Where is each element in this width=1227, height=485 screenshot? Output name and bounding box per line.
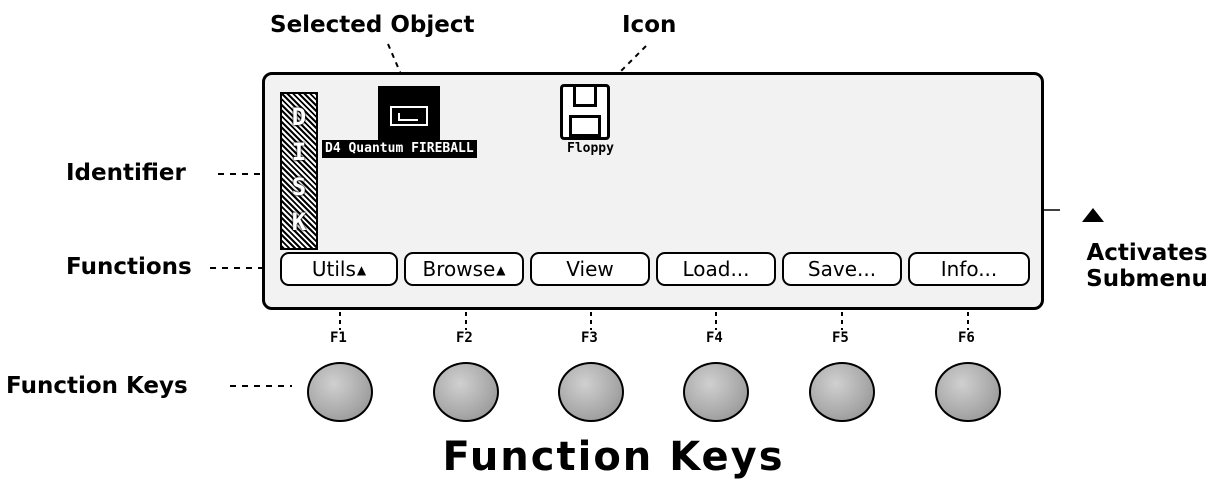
view-function[interactable]: View xyxy=(530,252,650,286)
info-label: Info... xyxy=(940,257,998,281)
load-function[interactable]: Load... xyxy=(656,252,776,286)
icon-callout: Icon xyxy=(622,12,677,38)
f3-label: F3 xyxy=(581,330,598,346)
info-function[interactable]: Info... xyxy=(908,252,1030,286)
identifier-callout: Identifier xyxy=(66,160,186,186)
submenu-indicator-icon: ▲ xyxy=(496,263,506,277)
function-bar: Utils▲ Browse▲ View Load... Save... Info… xyxy=(280,252,1030,288)
f6-label: F6 xyxy=(958,330,975,346)
activates-line2: Submenu xyxy=(1086,266,1208,292)
f2-label: F2 xyxy=(456,330,473,346)
f4-label: F4 xyxy=(706,330,723,346)
floppy-label xyxy=(569,115,601,137)
drive-glyph xyxy=(390,106,428,126)
identifier-letter: D xyxy=(291,103,307,131)
identifier-letter: S xyxy=(291,173,307,201)
save-label: Save... xyxy=(807,257,877,281)
functions-callout: Functions xyxy=(66,254,192,280)
browse-function[interactable]: Browse▲ xyxy=(404,252,524,286)
f1-label: F1 xyxy=(330,330,347,346)
identifier-letter: K xyxy=(291,208,307,236)
f3-key-button[interactable] xyxy=(558,362,624,422)
selected-object-callout: Selected Object xyxy=(270,12,475,38)
hard-drive-icon[interactable] xyxy=(378,86,440,140)
submenu-triangle-icon xyxy=(1082,208,1104,222)
selected-object-label[interactable]: D4 Quantum FIREBALL xyxy=(322,140,477,158)
floppy-disk-icon[interactable] xyxy=(560,84,610,140)
save-function[interactable]: Save... xyxy=(782,252,902,286)
submenu-indicator-icon: ▲ xyxy=(356,263,367,277)
load-label: Load... xyxy=(682,257,750,281)
f4-key-button[interactable] xyxy=(683,362,749,422)
browse-label: Browse xyxy=(422,257,496,281)
identifier-letter: I xyxy=(291,138,307,166)
f2-key-button[interactable] xyxy=(433,362,499,422)
f6-key-button[interactable] xyxy=(935,362,1001,422)
selected-object-leader xyxy=(387,43,407,87)
utils-function[interactable]: Utils▲ xyxy=(280,252,398,286)
floppy-object-label[interactable]: Floppy xyxy=(567,141,614,156)
f5-key-button[interactable] xyxy=(809,362,875,422)
f1-key-button[interactable] xyxy=(307,362,373,422)
page-title: Function Keys xyxy=(442,434,785,480)
floppy-shutter xyxy=(573,87,597,107)
activates-line1: Activates xyxy=(1086,240,1208,266)
f5-label: F5 xyxy=(832,330,849,346)
function-keys-callout: Function Keys xyxy=(6,373,188,399)
activates-callout: Activates Submenu xyxy=(1072,240,1222,292)
utils-label: Utils xyxy=(311,257,356,281)
view-label: View xyxy=(566,257,614,281)
